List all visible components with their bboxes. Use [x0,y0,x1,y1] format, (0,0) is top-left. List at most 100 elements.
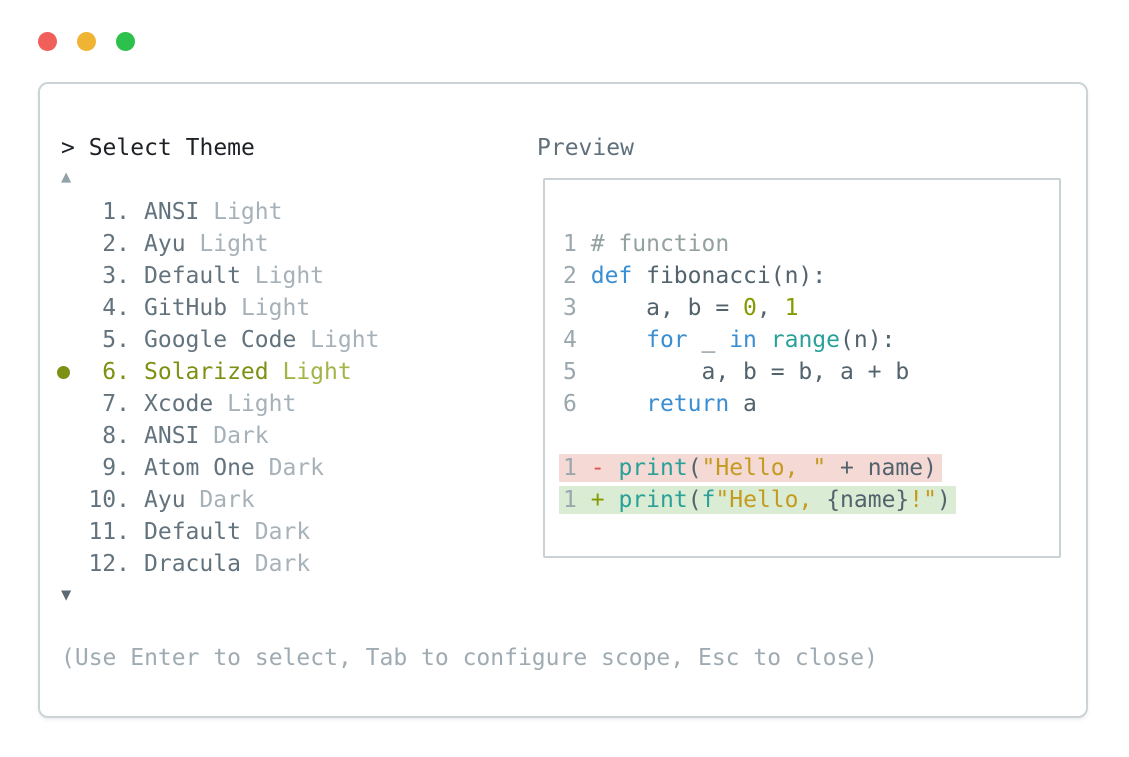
selected-bullet-icon [57,365,70,379]
code-token-string: !" [909,487,937,513]
code-token-keyword: return [646,391,730,417]
code-token-plain: {name} [826,487,910,513]
theme-variant: Light [296,327,380,353]
code-token-plain: ) [936,487,951,513]
code-token-plain: (n): [840,327,896,353]
theme-list-item[interactable]: 7.Xcode Light [40,388,1084,420]
theme-list-item[interactable]: 8.ANSI Dark [40,420,1084,452]
code-token-plain [757,327,771,353]
theme-variant: Dark [199,423,269,449]
theme-number: 7. [102,391,130,417]
code-token-num: 2 [563,263,577,289]
theme-variant: Light [240,263,325,289]
theme-selector-window: > Select Theme ▲ 1. ANSI Light 2. Ayu Light… [38,82,1088,718]
window-controls [38,32,135,51]
code-token-plain [577,487,591,513]
code-token-plain [577,263,591,289]
code-token-comment: # function [590,231,730,257]
scroll-up-icon[interactable]: ▲ [61,167,72,187]
code-token-plain: a [729,391,757,417]
theme-list-item[interactable]: 6.Solarized Light [40,356,1084,388]
bullet-placeholder [57,526,70,539]
select-theme-prompt: > Select Theme [61,135,255,161]
theme-name: Ayu [144,487,186,513]
code-line: 3 a, b = 0, 1 [563,292,1059,324]
theme-name: Google Code [144,327,297,353]
code-token-string: "Hello, " [701,455,827,481]
code-token-keyword: for [646,327,688,353]
theme-list-item[interactable]: 9.Atom One Dark [40,452,1084,484]
theme-number: 6. [102,359,130,385]
code-line: 2 def fibonacci(n): [563,260,1059,292]
theme-number: 10. [88,487,130,513]
code-token-plain: a, b = b, a + b [576,359,910,385]
code-line [563,420,1059,452]
theme-variant: Light [185,231,269,257]
theme-variant: Dark [240,551,311,577]
theme-list-item[interactable]: 11.Default Dark [40,516,1084,548]
code-line: 6 return a [563,388,1059,420]
code-token-num: 1 [563,231,577,257]
code-token-literal: 1 [784,295,799,321]
theme-list-item[interactable]: 12.Dracula Dark [40,548,1084,580]
bullet-placeholder [57,270,70,283]
code-token-num: 1 [563,455,577,481]
preview-label: Preview [537,135,634,161]
theme-name: Solarized [144,359,269,385]
zoom-button[interactable] [116,32,135,51]
code-token-literal: 0 [743,295,757,321]
code-token-num: 4 [563,327,577,353]
theme-name: Default [144,263,241,289]
theme-name: Default [144,519,241,545]
code-token-plain [605,455,619,481]
theme-variant: Dark [185,487,255,513]
code-token-diff_minus: - [590,455,605,481]
theme-number: 3. [102,263,130,289]
theme-list-item[interactable]: 2. Ayu Light [40,228,1084,260]
theme-list: 1. ANSI Light 2. Ayu Light 3. Default Light 4.… [40,196,1084,580]
theme-list-item[interactable]: 4.GitHub Light [40,292,1084,324]
bullet-placeholder [57,462,70,475]
code-token-plain: + name) [826,455,937,481]
theme-list-item[interactable]: 3. Default Light [40,260,1084,292]
code-token-plain [577,391,646,417]
code-token-plain: ( [687,487,702,513]
code-token-builtin: f [701,487,716,513]
code-token-plain [605,487,619,513]
theme-number: 2. [102,231,130,257]
code-token-plain: , [756,295,785,321]
theme-list-item[interactable]: 1.ANSI Light [40,196,1084,228]
close-button[interactable] [38,32,57,51]
theme-number: 9. [102,455,130,481]
theme-name: Xcode [144,391,214,417]
minimize-button[interactable] [77,32,96,51]
code-token-plain [577,455,591,481]
theme-name: ANSI [144,199,200,225]
code-token-builtin: range [770,327,841,353]
bullet-placeholder [57,334,70,347]
code-token-keyword: def [590,263,633,289]
code-token-plain: a, b = [576,295,744,321]
code-token-plain: _ [687,327,730,353]
code-token-diff_plus: + [590,487,605,513]
bullet-placeholder [57,302,70,315]
footer-hint: (Use Enter to select, Tab to configure s… [61,645,878,671]
theme-number: 12. [88,551,130,577]
scroll-down-icon[interactable]: ▼ [61,585,72,605]
code-line: 1 # function [563,228,1059,260]
theme-name: GitHub [144,295,228,321]
bullet-placeholder [57,206,70,219]
code-line: 4 for _ in range(n): [563,324,1059,356]
bullet-placeholder [57,430,70,443]
bullet-placeholder [57,238,70,251]
theme-list-item[interactable]: 10. Ayu Dark [40,484,1084,516]
theme-name: Ayu [144,231,186,257]
code-token-num: 6 [563,391,577,417]
theme-number: 1. [102,199,130,225]
theme-list-item[interactable]: 5.Google Code Light [40,324,1084,356]
bullet-placeholder [57,398,70,411]
code-token-plain: fibonacci(n): [632,263,827,289]
code-token-builtin: print [618,487,688,513]
theme-number: 11. [88,519,130,545]
